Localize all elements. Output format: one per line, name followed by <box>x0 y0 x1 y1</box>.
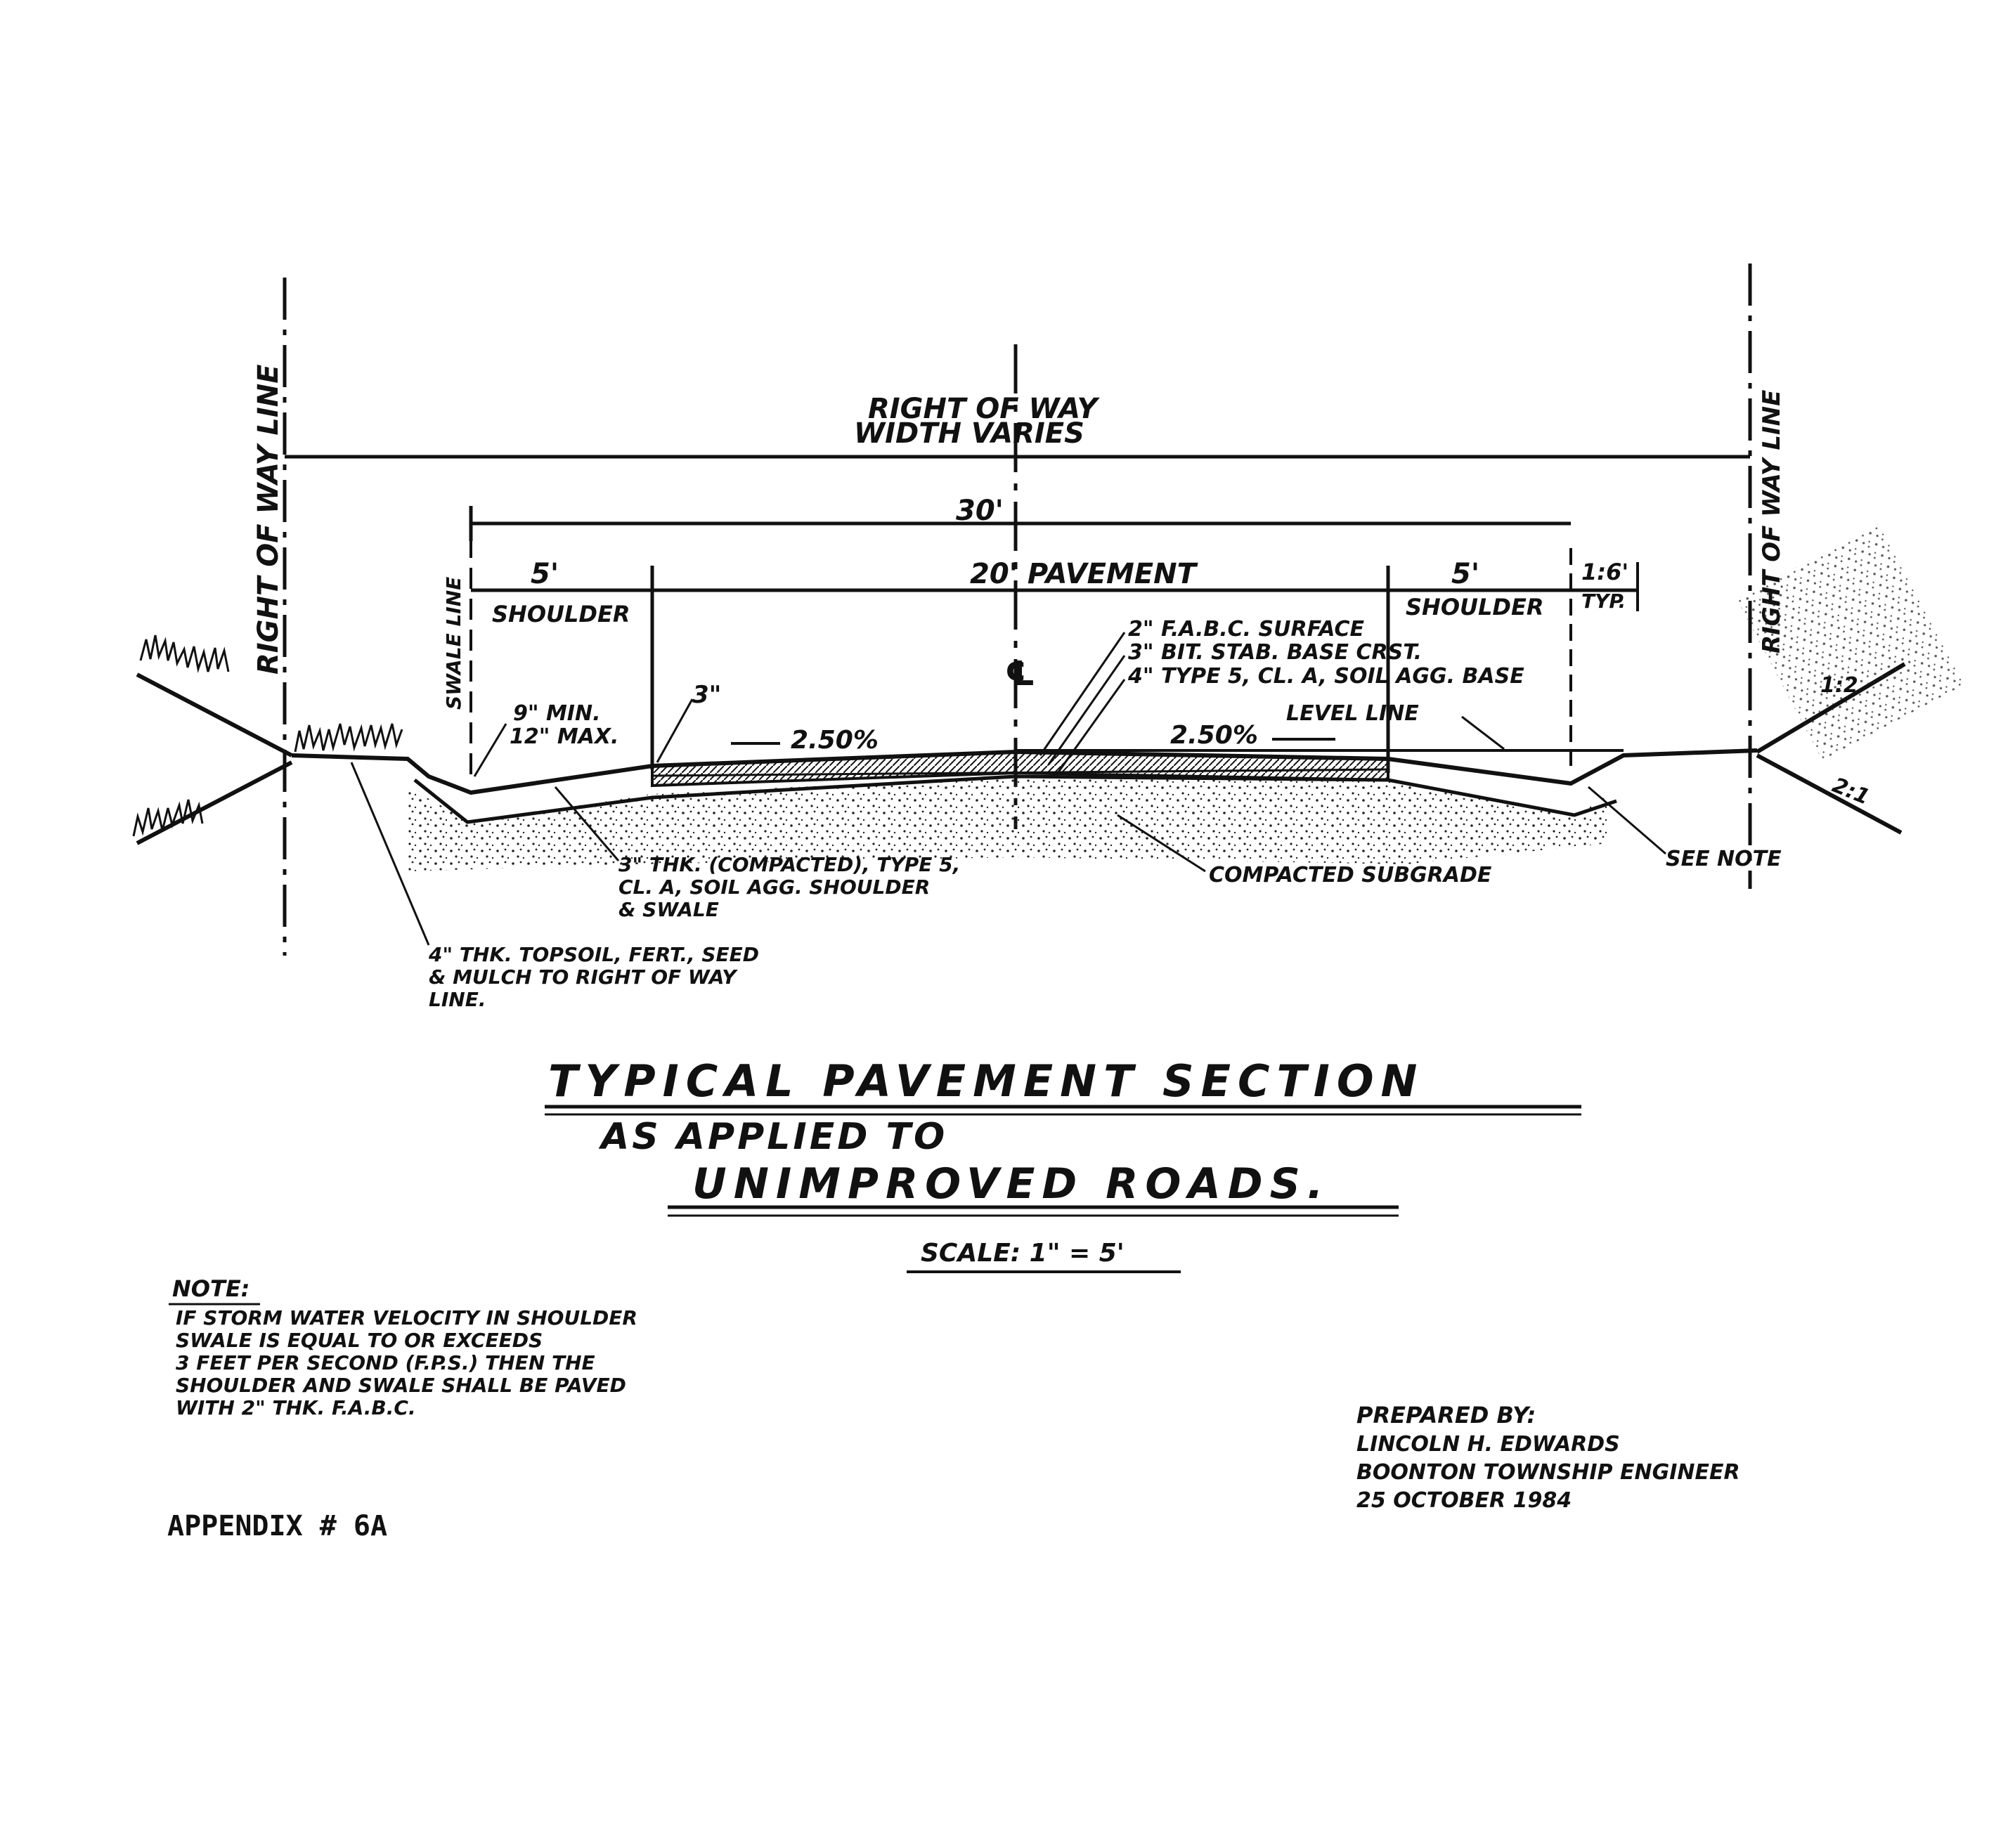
stipple-right-slope <box>1736 523 1965 760</box>
centerline-symbol: ℄ <box>1005 654 1035 694</box>
topsoil-3: LINE. <box>429 988 486 1011</box>
grass-left <box>132 635 403 837</box>
subgrade-label: COMPACTED SUBGRADE <box>1209 863 1492 887</box>
scale-label: SCALE: 1" = 5' <box>921 1239 1125 1268</box>
layer-callout-2: 3" BIT. STAB. BASE CRST. <box>1128 640 1422 665</box>
title-line-2: AS APPLIED TO <box>598 1116 947 1158</box>
left-embankment-line-upper <box>136 672 293 757</box>
side-slope-right: 1:2 <box>1820 673 1858 698</box>
shoulder-depth-leader <box>656 698 694 763</box>
note-line-4: SHOULDER AND SWALE SHALL BE PAVED <box>176 1374 626 1397</box>
right-embankment-line-lower <box>1756 753 1903 835</box>
swale-line-label: SWALE LINE <box>442 577 465 710</box>
prepared-line-1: PREPARED BY: <box>1356 1402 1536 1429</box>
prepared-line-2: LINCOLN H. EDWARDS <box>1356 1432 1620 1457</box>
shoulder-right-label: SHOULDER <box>1406 594 1543 620</box>
shoulder-agg-leader <box>554 786 620 861</box>
left-embankment-line-lower <box>136 760 293 845</box>
layer-leader-2 <box>1047 655 1126 765</box>
note-line-1: IF STORM WATER VELOCITY IN SHOULDER <box>176 1306 637 1329</box>
row-width-label-2: WIDTH VARIES <box>854 417 1084 450</box>
see-note-leader <box>1588 786 1666 855</box>
subgrade-leader <box>1117 814 1206 873</box>
side-slope-steep: 2:1 <box>1829 773 1873 810</box>
pavement-dim: 20' PAVEMENT <box>970 558 1198 590</box>
row-label-left: RIGHT OF WAY LINE <box>252 364 285 675</box>
ditch-depth-2: 12" MAX. <box>510 724 618 749</box>
topsoil-1: 4" THK. TOPSOIL, FERT., SEED <box>428 943 759 966</box>
subgrade-stipple <box>408 776 1609 871</box>
shoulder-base-line <box>413 774 1617 824</box>
note-line-2: SWALE IS EQUAL TO OR EXCEEDS <box>176 1329 543 1352</box>
ditch-depth-1: 9" MIN. <box>513 701 600 726</box>
prepared-line-4: 25 OCTOBER 1984 <box>1356 1488 1572 1513</box>
slope-right-label: 2.50% <box>1170 721 1258 750</box>
shoulder-depth-label: 3" <box>692 681 721 709</box>
topsoil-2: & MULCH TO RIGHT OF WAY <box>429 965 738 989</box>
row-width-label-1: RIGHT OF WAY <box>868 393 1101 425</box>
layer-leader-3 <box>1056 679 1126 774</box>
note-heading: NOTE: <box>172 1275 250 1302</box>
shoulder-right-dim: 5' <box>1451 558 1479 590</box>
shoulder-agg-2: CL. A, SOIL AGG. SHOULDER <box>618 876 930 899</box>
level-line-leader <box>1461 715 1505 750</box>
ditch-depth-leader <box>473 723 507 777</box>
topsoil-leader <box>350 762 430 946</box>
level-line-label: LEVEL LINE <box>1286 701 1419 726</box>
total-width-label: 30' <box>956 495 1004 527</box>
shoulder-agg-1: 3" THK. (COMPACTED), TYPE 5, <box>618 853 960 876</box>
shoulder-agg-3: & SWALE <box>618 898 719 921</box>
slope-ratio-label: 1:6' <box>1581 559 1628 585</box>
layer-leader-1 <box>1039 632 1126 756</box>
prepared-line-3: BOONTON TOWNSHIP ENGINEER <box>1356 1460 1740 1485</box>
note-line-3: 3 FEET PER SECOND (F.P.S.) THEN THE <box>176 1351 595 1374</box>
slope-ratio-note: TYP. <box>1581 590 1626 613</box>
title-line-1: TYPICAL PAVEMENT SECTION <box>548 1055 1424 1107</box>
layer-callout-1: 2" F.A.B.C. SURFACE <box>1128 617 1365 642</box>
appendix-label: APPENDIX # 6A <box>167 1510 387 1542</box>
layer-callout-3: 4" TYPE 5, CL. A, SOIL AGG. BASE <box>1127 664 1524 689</box>
see-note-label: SEE NOTE <box>1666 847 1782 871</box>
shoulder-left-label: SHOULDER <box>492 601 630 627</box>
shoulder-left-dim: 5' <box>531 558 559 590</box>
slope-left-label: 2.50% <box>791 726 879 755</box>
pavement-layer-line <box>652 768 1389 777</box>
note-line-5: WITH 2" THK. F.A.B.C. <box>176 1396 416 1419</box>
title-line-3: UNIMPROVED ROADS. <box>692 1159 1330 1209</box>
